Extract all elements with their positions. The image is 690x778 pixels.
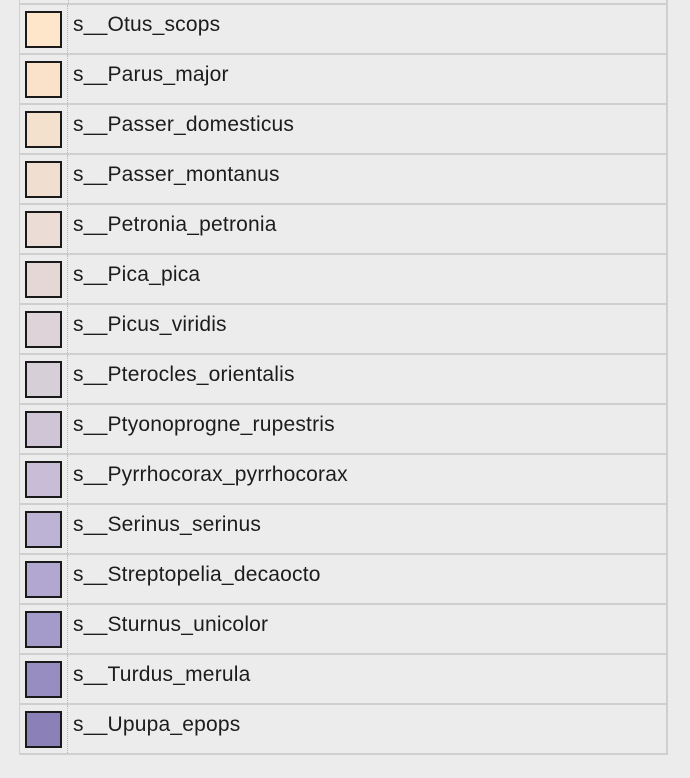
legend-label: s__Sturnus_unicolor <box>73 613 269 636</box>
color-swatch-cell <box>20 5 68 53</box>
legend-row[interactable]: s__Picus_viridis <box>20 305 666 355</box>
legend-label: s__Otus_scops <box>73 13 221 36</box>
legend-row[interactable]: s__Ptyonoprogne_rupestris <box>20 405 666 455</box>
color-swatch[interactable] <box>25 610 62 648</box>
color-swatch[interactable] <box>25 210 62 248</box>
color-swatch-cell <box>20 355 68 403</box>
color-swatch[interactable] <box>25 160 62 198</box>
legend-label: s__Picus_viridis <box>73 313 227 336</box>
color-swatch-cell <box>20 255 68 303</box>
legend-row[interactable]: s__Serinus_serinus <box>20 505 666 555</box>
color-swatch[interactable] <box>25 410 62 448</box>
color-swatch-cell <box>20 305 68 353</box>
legend-row[interactable]: s__Upupa_epops <box>20 705 666 755</box>
legend-row[interactable]: s__Passer_montanus <box>20 155 666 205</box>
color-swatch[interactable] <box>25 510 62 548</box>
legend-row[interactable]: s__Passer_domesticus <box>20 105 666 155</box>
color-swatch[interactable] <box>25 560 62 598</box>
legend-label: s__Upupa_epops <box>73 713 241 736</box>
legend-row[interactable]: s__Otus_scops <box>20 5 666 55</box>
legend-label: s__Passer_domesticus <box>73 113 295 136</box>
color-swatch[interactable] <box>25 260 62 298</box>
legend-label: s__Streptopelia_decaocto <box>73 563 321 586</box>
color-swatch[interactable] <box>25 460 62 498</box>
legend-label: s__Pica_pica <box>73 263 201 286</box>
legend-label: s__Passer_montanus <box>73 163 280 186</box>
legend-label: s__Pterocles_orientalis <box>73 363 295 386</box>
legend-row[interactable]: s__Sturnus_unicolor <box>20 605 666 655</box>
color-swatch-cell <box>20 605 68 653</box>
color-swatch[interactable] <box>25 110 62 148</box>
legend-top-edge <box>20 0 666 5</box>
legend-label: s__Petronia_petronia <box>73 213 277 236</box>
color-swatch[interactable] <box>25 10 62 48</box>
color-swatch-cell <box>20 555 68 603</box>
legend-row[interactable]: s__Petronia_petronia <box>20 205 666 255</box>
legend-label: s__Turdus_merula <box>73 663 251 686</box>
color-swatch-cell <box>20 655 68 703</box>
legend-row[interactable]: s__Pyrrhocorax_pyrrhocorax <box>20 455 666 505</box>
legend-rows: s__Otus_scops s__Parus_major s__Passer_dom… <box>20 5 666 755</box>
color-swatch[interactable] <box>25 60 62 98</box>
color-swatch-cell <box>20 455 68 503</box>
legend-row[interactable]: s__Parus_major <box>20 55 666 105</box>
color-swatch-cell <box>20 405 68 453</box>
color-swatch[interactable] <box>25 360 62 398</box>
legend-label: s__Parus_major <box>73 63 229 86</box>
legend-label: s__Serinus_serinus <box>73 513 262 536</box>
color-swatch[interactable] <box>25 660 62 698</box>
legend-table: s__Otus_scops s__Parus_major s__Passer_dom… <box>19 0 668 755</box>
legend-row[interactable]: s__Turdus_merula <box>20 655 666 705</box>
legend-label: s__Ptyonoprogne_rupestris <box>73 413 335 436</box>
color-swatch-cell <box>20 205 68 253</box>
color-swatch-cell <box>20 705 68 753</box>
color-swatch-cell <box>20 55 68 103</box>
legend-row[interactable]: s__Streptopelia_decaocto <box>20 555 666 605</box>
color-swatch[interactable] <box>25 310 62 348</box>
legend-row[interactable]: s__Pterocles_orientalis <box>20 355 666 405</box>
legend-row[interactable]: s__Pica_pica <box>20 255 666 305</box>
legend-label: s__Pyrrhocorax_pyrrhocorax <box>73 463 348 486</box>
color-swatch-cell <box>20 155 68 203</box>
color-swatch-cell <box>20 505 68 553</box>
color-swatch-cell <box>20 105 68 153</box>
color-swatch[interactable] <box>25 710 62 748</box>
